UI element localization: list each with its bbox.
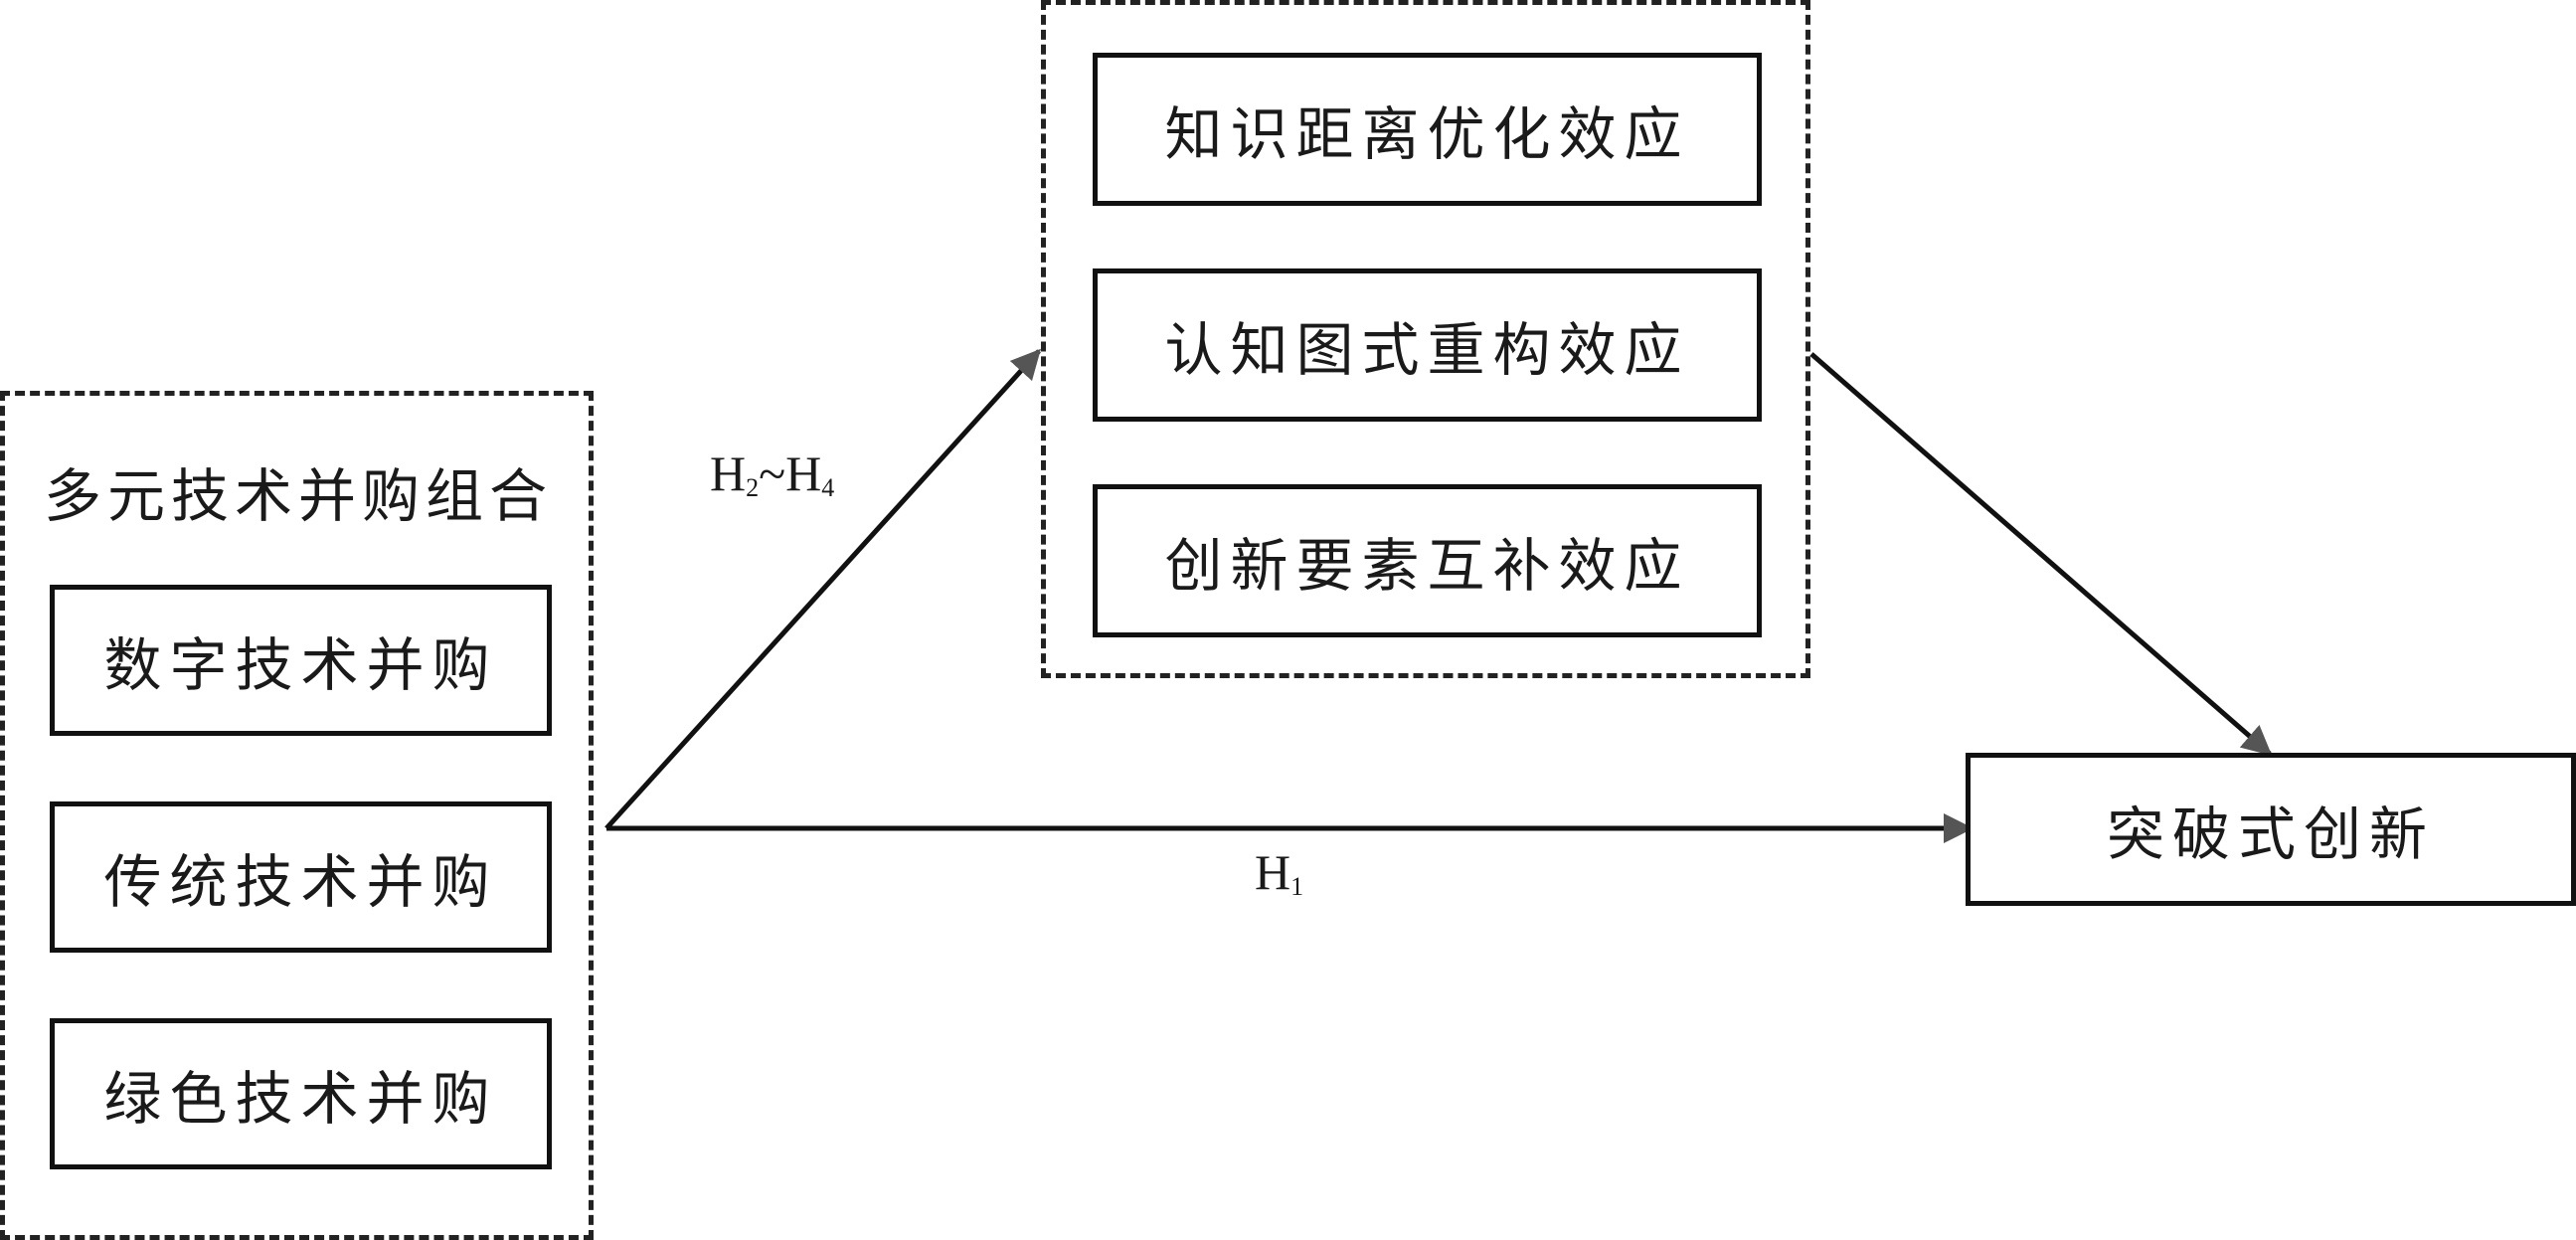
left-group-frame [0,391,594,1240]
hypothesis-label-h1: H1 [1255,843,1303,902]
mediator-cognitive-schema: 认知图式重构效应 [1093,268,1762,422]
hyp-sep: ~ [759,445,786,501]
hyp-h4-letter: H [785,445,822,501]
mediator-group-frame [1041,0,1810,678]
left-group-title: 多元技术并购组合 [44,462,554,530]
mediator-knowledge-distance: 知识距离优化效应 [1093,53,1762,206]
outcome-breakthrough-innovation: 突破式创新 [1966,753,2576,906]
hyp-h1-sub: 1 [1290,872,1304,901]
mediator-innovation-factor: 创新要素互补效应 [1093,484,1762,637]
left-item-traditional: 传统技术并购 [50,801,552,953]
left-item-green: 绿色技术并购 [50,1018,552,1169]
hyp-h1-letter: H [1255,844,1291,900]
hypothesis-label-h2-h4: H2~H4 [710,444,834,503]
arrow-h2-h4 [604,348,1042,830]
hyp-h2-sub: 2 [746,473,760,502]
hyp-h4-sub: 4 [821,473,835,502]
left-item-digital: 数字技术并购 [50,585,552,736]
hyp-h2-letter: H [710,445,747,501]
arrow-mediator-outcome [1809,352,2273,756]
